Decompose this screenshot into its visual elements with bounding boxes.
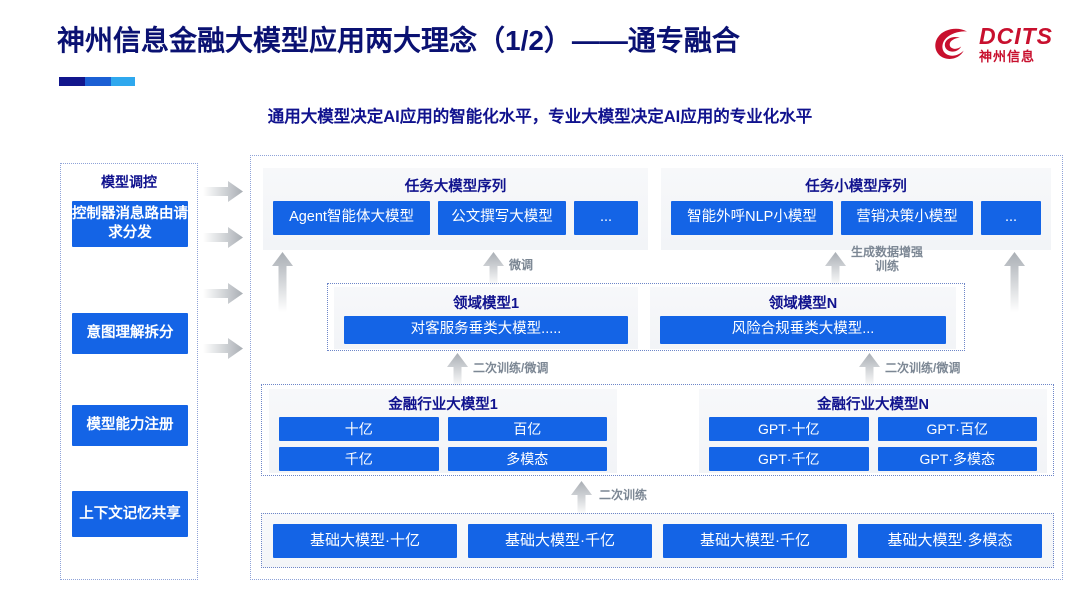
chip-more-big-models[interactable]: ... (574, 201, 638, 235)
chip-outbound-nlp-model[interactable]: 智能外呼NLP小模型 (671, 201, 833, 235)
task-small-model-title: 任务小模型序列 (805, 179, 907, 195)
logo-wordmark-en: DCITS (979, 23, 1053, 49)
chip-risk-compliance-vertical-model[interactable]: 风险合规垂类大模型... (660, 316, 946, 344)
flow-arrow-3-icon (203, 283, 243, 304)
task-big-model-chip-row: Agent智能体大模型 公文撰写大模型 ... (263, 201, 648, 235)
caption-retrain-finetune-right: 二次训练/微调 (885, 361, 961, 375)
industry-model-1-chip-grid: 十亿 百亿 千亿 多模态 (269, 417, 617, 471)
industry-model-n-chip-grid: GPT·十亿 GPT·百亿 GPT·千亿 GPT·多模态 (699, 417, 1047, 471)
caption-retrain-finetune-left: 二次训练/微调 (473, 361, 549, 375)
industry-model-1-panel: 金融行业大模型1 十亿 百亿 千亿 多模态 (269, 389, 617, 473)
chip-multimodal[interactable]: 多模态 (447, 447, 607, 471)
caption-data-augmentation: 生成数据增强 训练 (851, 245, 924, 273)
control-column-title: 模型调控 (101, 174, 157, 190)
chip-more-small-models[interactable]: ... (981, 201, 1041, 235)
chip-gpt-ten-billion[interactable]: GPT·百亿 (877, 417, 1037, 441)
uparrow-retrain-icon (571, 481, 592, 515)
chip-ten-billion[interactable]: 百亿 (447, 417, 607, 441)
task-big-model-title: 任务大模型序列 (404, 179, 507, 195)
flow-arrow-2-icon (203, 227, 243, 248)
logo-wordmark-cn: 神州信息 (979, 49, 1036, 64)
control-item-intent[interactable]: 意图理解拆分 (72, 313, 188, 354)
control-column: 模型调控 控制器消息路由请求分发 意图理解拆分 模型能力注册 上下文记忆共享 (60, 163, 198, 580)
dcits-swirl-icon (935, 28, 967, 59)
task-small-model-chip-row: 智能外呼NLP小模型 营销决策小模型 ... (661, 201, 1051, 235)
uparrow-data-aug-icon (825, 252, 846, 286)
task-big-model-panel: 任务大模型序列 Agent智能体大模型 公文撰写大模型 ... (263, 168, 648, 250)
domain-model-n-panel: 领域模型N 风险合规垂类大模型... (650, 287, 956, 349)
chip-customer-service-vertical-model[interactable]: 对客服务垂类大模型..... (344, 316, 628, 344)
subtitle: 通用大模型决定AI应用的智能化水平，专业大模型决定AI应用的专业化水平 (267, 108, 813, 126)
caption-finetune: 微调 (509, 258, 534, 272)
flow-arrow-1-icon (203, 181, 243, 202)
uparrow-small-model-icon (1004, 252, 1025, 312)
control-item-router[interactable]: 控制器消息路由请求分发 (72, 201, 188, 247)
chip-document-model[interactable]: 公文撰写大模型 (438, 201, 567, 235)
control-item-registry[interactable]: 模型能力注册 (72, 405, 188, 446)
domain-model-frame: 领域模型1 对客服务垂类大模型..... 领域模型N 风险合规垂类大模型... (327, 283, 965, 351)
industry-model-1-title: 金融行业大模型1 (388, 397, 498, 413)
chip-base-hundred-billion-b[interactable]: 基础大模型·千亿 (663, 523, 847, 558)
chip-hundred-billion[interactable]: 千亿 (279, 447, 439, 471)
uparrow-retrain-left-icon (447, 353, 468, 387)
task-small-model-panel: 任务小模型序列 智能外呼NLP小模型 营销决策小模型 ... (661, 168, 1051, 250)
chip-base-billion[interactable]: 基础大模型·十亿 (273, 523, 457, 558)
chip-base-multimodal[interactable]: 基础大模型·多模态 (858, 523, 1042, 558)
architecture-frame: 任务大模型序列 Agent智能体大模型 公文撰写大模型 ... 任务小模型序列 … (250, 155, 1063, 580)
chip-gpt-multimodal[interactable]: GPT·多模态 (877, 447, 1037, 471)
flow-arrow-4-icon (203, 338, 243, 359)
chip-marketing-model[interactable]: 营销决策小模型 (841, 201, 973, 235)
uparrow-finetune-icon (483, 252, 504, 286)
chip-gpt-hundred-billion[interactable]: GPT·千亿 (709, 447, 869, 471)
base-model-frame: 基础大模型·十亿 基础大模型·千亿 基础大模型·千亿 基础大模型·多模态 (261, 513, 1054, 568)
domain-model-1-panel: 领域模型1 对客服务垂类大模型..... (334, 287, 638, 349)
uparrow-retrain-right-icon (859, 353, 880, 387)
page-title: 神州信息金融大模型应用两大理念（1/2）——通专融合 (57, 25, 740, 56)
industry-model-n-title: 金融行业大模型N (817, 397, 929, 413)
chip-billion[interactable]: 十亿 (279, 417, 439, 441)
chip-gpt-billion[interactable]: GPT·十亿 (709, 417, 869, 441)
uparrow-agent-icon (272, 252, 293, 312)
chip-base-hundred-billion-a[interactable]: 基础大模型·千亿 (468, 523, 652, 558)
dcits-logo: DCITS 神州信息 (932, 18, 1062, 70)
industry-model-frame: 金融行业大模型1 十亿 百亿 千亿 多模态 金融行业大模型N GPT·十亿 GP… (261, 384, 1054, 476)
title-underline-bar (59, 77, 135, 86)
control-item-context[interactable]: 上下文记忆共享 (72, 491, 188, 537)
caption-retrain: 二次训练 (599, 488, 648, 502)
industry-model-n-panel: 金融行业大模型N GPT·十亿 GPT·百亿 GPT·千亿 GPT·多模态 (699, 389, 1047, 473)
domain-model-n-title: 领域模型N (768, 296, 838, 312)
chip-agent-model[interactable]: Agent智能体大模型 (273, 201, 431, 235)
domain-model-1-title: 领域模型1 (452, 296, 520, 312)
